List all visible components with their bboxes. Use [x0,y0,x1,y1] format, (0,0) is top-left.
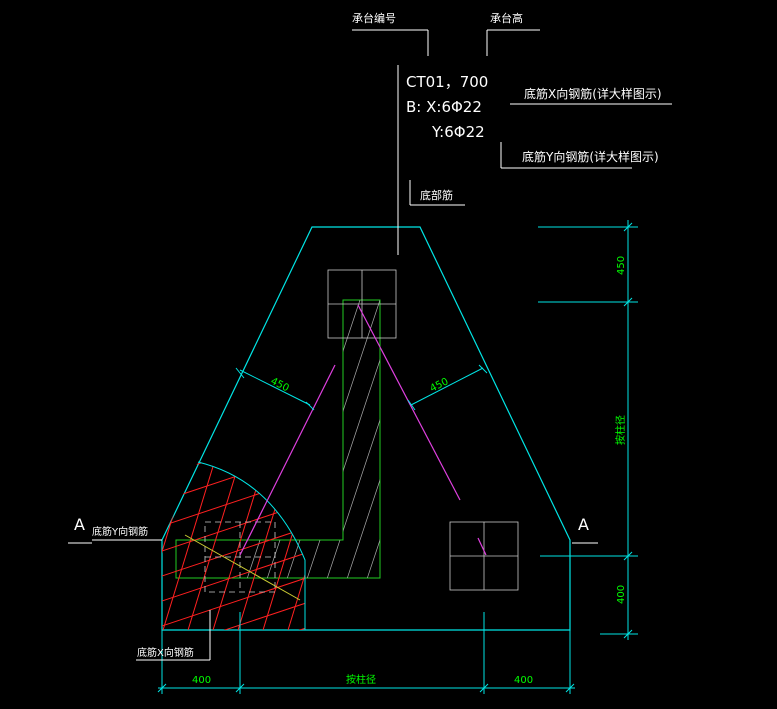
cap-height-header: 承台高 [490,11,523,25]
section-mark-right: A [578,515,589,534]
cap-code: CT01，700 [406,73,488,91]
dim-arm-left: 450 [269,376,291,394]
y-rebar-left-label: 底筋Y向钢筋 [92,525,148,538]
y-rebar-note: 底筋Y向钢筋(详大样图示) [522,149,659,164]
mesh-boundary [197,461,306,630]
x-rebar-bottom-label: 底筋X向钢筋 [137,646,194,659]
bottom-dim-chain [157,612,575,694]
pile-right [449,521,519,591]
leader-lines [68,29,672,661]
guide-diag-yellow [184,534,301,601]
rebar-mesh [162,462,305,630]
arm-dims [235,364,488,411]
x-rebar-note: 底筋X向钢筋(详大样图示) [524,86,662,101]
guide-lines [239,304,487,556]
cap-outline [161,226,571,631]
bottom-rebar-label: 底部筋 [420,188,453,202]
pile-top [327,269,397,339]
dim-bottom-mid: 按柱径 [346,673,376,686]
rebar-b-x: B: X:6Φ22 [406,98,482,116]
right-dim-chain [538,220,638,640]
section-mark-left: A [74,515,85,534]
dim-right-mid: 按柱径 [614,415,627,445]
dim-bottom-left: 400 [192,675,211,686]
dim-bottom-right: 400 [514,675,533,686]
cap-id-header: 承台编号 [352,11,396,25]
dim-right-top: 450 [616,256,627,275]
rebar-b-y: Y:6Φ22 [431,123,485,141]
dim-arm-right: 450 [428,376,450,394]
dim-right-bottom: 400 [616,585,627,604]
